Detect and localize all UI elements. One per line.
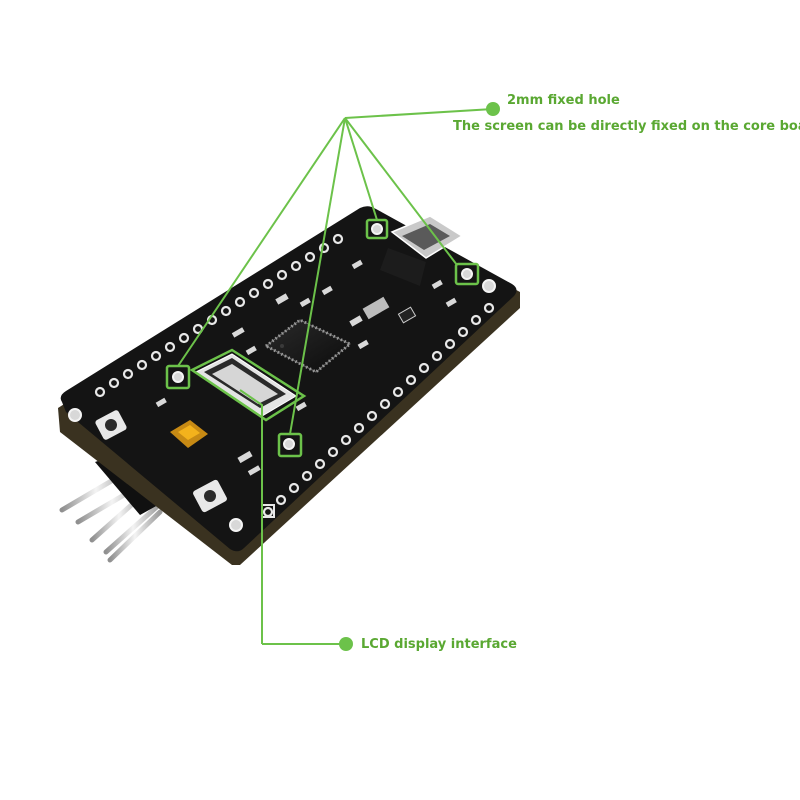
fixed-hole-label: 2mm fixed hole — [507, 93, 620, 108]
pcb-board — [60, 206, 517, 552]
lower-pin-row — [262, 302, 495, 518]
lcd-interface-label: LCD display interface — [361, 637, 517, 652]
usb-c-connector — [380, 215, 464, 286]
leader-lines — [177, 108, 494, 645]
mounting-holes — [68, 223, 496, 532]
annotation-dots — [339, 102, 500, 651]
dip-switch — [170, 420, 208, 448]
smd-components — [155, 259, 457, 476]
upper-pin-row — [94, 233, 344, 398]
push-buttons — [95, 410, 227, 513]
mcu-chip — [263, 318, 353, 374]
fixed-screen-label: The screen can be directly fixed on the … — [453, 119, 800, 134]
